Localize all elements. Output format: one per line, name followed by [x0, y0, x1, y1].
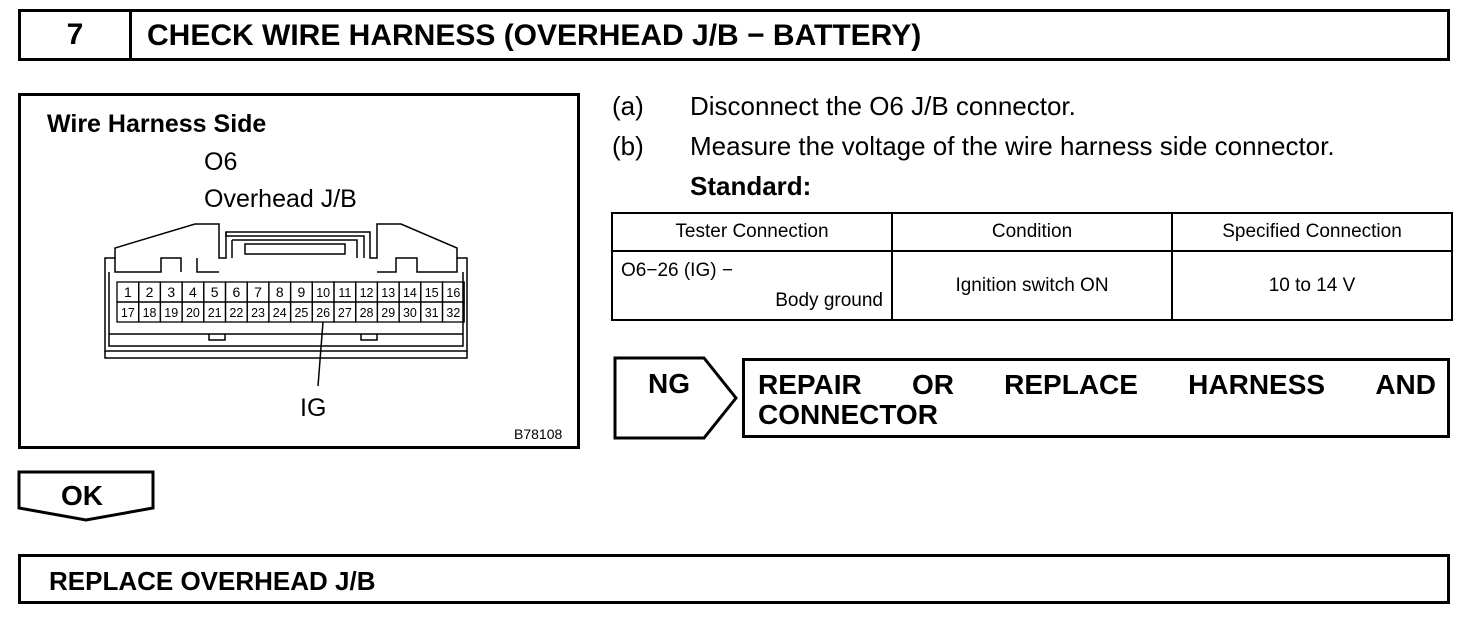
step-b-text: Measure the voltage of the wire harness … [690, 131, 1335, 161]
step-number: 7 [21, 12, 132, 58]
pin-number: 21 [208, 306, 222, 320]
ng-action-word: OR [911, 369, 954, 400]
pin-number: 13 [381, 286, 395, 300]
condition-cell: Ignition switch ON [891, 250, 1173, 321]
pin-number: 11 [338, 286, 351, 300]
pin-number: 30 [403, 306, 417, 320]
pin-number: 12 [360, 286, 374, 300]
pin-number: 25 [294, 306, 308, 320]
pin-number: 2 [146, 284, 154, 300]
ng-action-word: REPLACE [1004, 369, 1138, 400]
tester-connection-line2: Body ground [775, 289, 883, 311]
pin-number: 26 [316, 306, 330, 320]
spec-table: Tester Connection Condition Specified Co… [611, 212, 1453, 321]
pin-number: 24 [273, 306, 287, 320]
pin-number: 22 [229, 306, 243, 320]
ng-label: NG [648, 368, 690, 399]
ng-action-line2: CONNECTOR [758, 399, 938, 430]
table-row: O6−26 (IG) − Body ground Ignition switch… [611, 250, 1453, 321]
pin-number: 8 [276, 284, 284, 300]
pin-callout-label: IG [300, 394, 327, 422]
pin-number: 7 [254, 284, 262, 300]
pin-number: 14 [403, 286, 417, 300]
ng-action-box: REPAIR OR REPLACE HARNESS AND CONNECTOR [742, 358, 1450, 438]
ng-action-word: REPAIR [758, 369, 862, 400]
standard-label: Standard: [690, 171, 812, 201]
pin-number: 5 [211, 284, 219, 300]
pin-number: 4 [189, 284, 197, 300]
ok-arrow [17, 470, 155, 522]
pin-number: 31 [425, 306, 439, 320]
pin-number: 29 [381, 306, 395, 320]
final-action-text: REPLACE OVERHEAD J/B [49, 566, 376, 596]
pin-number: 32 [446, 306, 460, 320]
ng-action-word: AND [1375, 369, 1436, 400]
pin-number: 1 [124, 284, 132, 300]
pin-number: 28 [360, 306, 374, 320]
step-a-letter: (a) [612, 91, 644, 121]
pin-number: 10 [316, 286, 330, 300]
connector-code: O6 [204, 148, 238, 176]
pin-number: 23 [251, 306, 265, 320]
final-action-box: REPLACE OVERHEAD J/B [18, 554, 1450, 604]
ng-action-word: HARNESS [1188, 369, 1326, 400]
table-header-cell: Specified Connection [1171, 212, 1453, 252]
step-b-letter: (b) [612, 131, 644, 161]
figure-heading: Wire Harness Side [47, 110, 267, 138]
pin-number: 20 [186, 306, 200, 320]
pin-number: 17 [121, 306, 135, 320]
ng-arrow [613, 356, 738, 440]
pin-number: 27 [338, 306, 352, 320]
step-title: CHECK WIRE HARNESS (OVERHEAD J/B − BATTE… [147, 19, 922, 52]
specified-cell: 10 to 14 V [1171, 250, 1453, 321]
pin-number: 9 [298, 284, 306, 300]
ng-action-line1: REPAIR OR REPLACE HARNESS AND [758, 369, 1436, 401]
pin-number: 3 [167, 284, 175, 300]
connector-name: Overhead J/B [204, 185, 357, 213]
step-a-text: Disconnect the O6 J/B connector. [690, 91, 1076, 121]
table-header-row: Tester Connection Condition Specified Co… [611, 212, 1453, 252]
figure-id: B78108 [514, 426, 563, 442]
pin-cell [441, 301, 465, 323]
tester-connection-line1: O6−26 (IG) − [621, 259, 733, 281]
pin-number: 16 [446, 286, 460, 300]
table-header-cell: Tester Connection [611, 212, 893, 252]
step-header: 7 CHECK WIRE HARNESS (OVERHEAD J/B − BAT… [18, 9, 1450, 61]
pin-number: 15 [425, 286, 439, 300]
pin-number: 18 [143, 306, 157, 320]
tester-connection-cell: O6−26 (IG) − Body ground [611, 250, 893, 321]
ok-label: OK [61, 480, 103, 511]
pin-number: 19 [164, 306, 178, 320]
pin-number: 6 [232, 284, 240, 300]
table-header-cell: Condition [891, 212, 1173, 252]
